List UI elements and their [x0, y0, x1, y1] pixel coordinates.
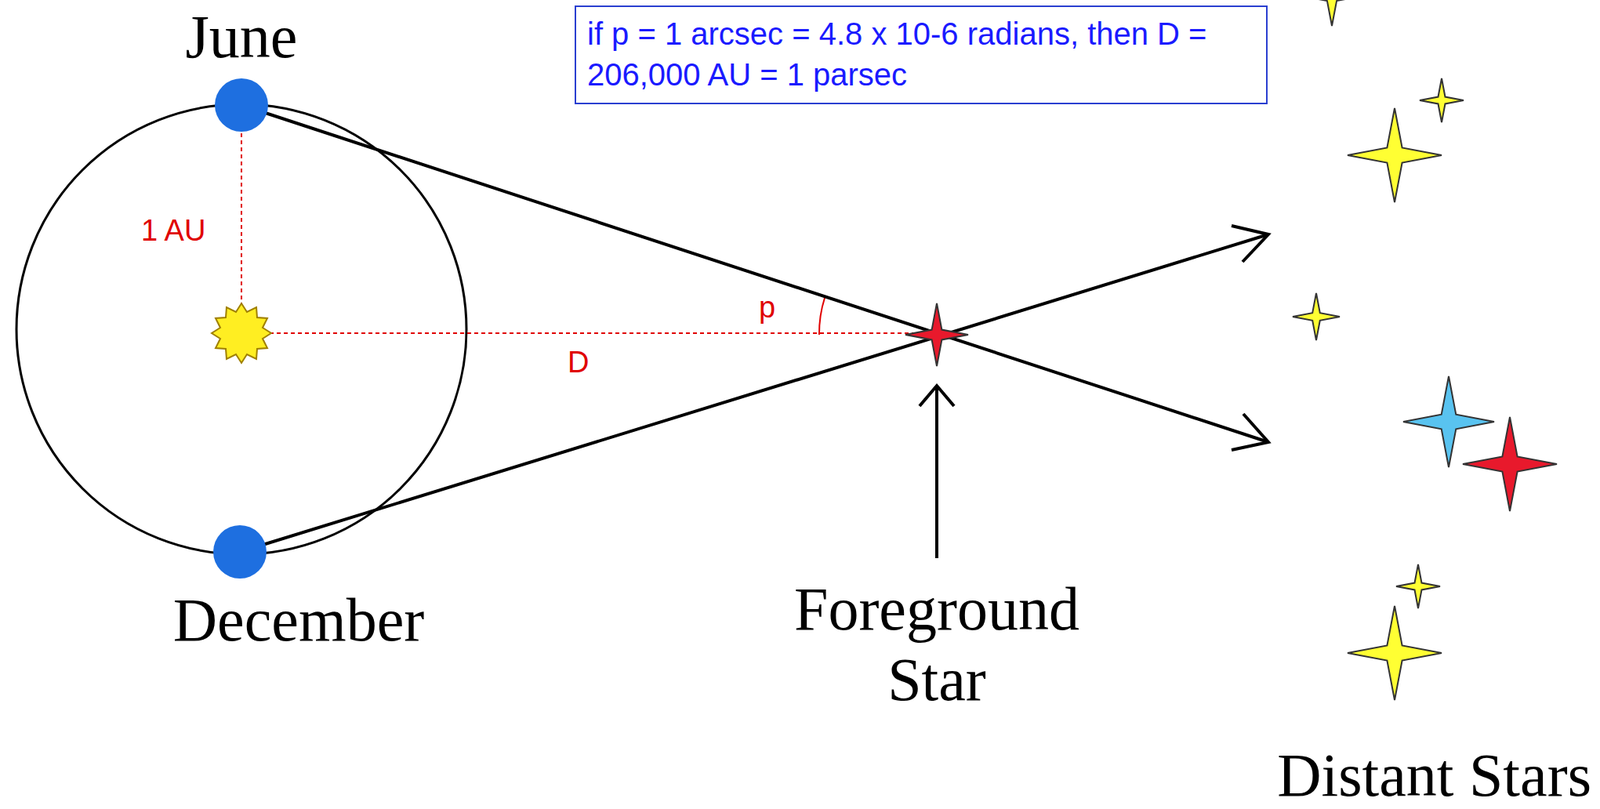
dimension-label: 1 AU [141, 214, 228, 248]
angle-label: p [758, 291, 791, 325]
sun-symbol [211, 303, 272, 363]
distant-star [1302, 0, 1362, 26]
distant-star [1347, 605, 1442, 701]
foreground-star [905, 303, 969, 367]
note-text: if p = 1 arcsec = 4.8 x 10-6 radians, th… [587, 13, 1256, 95]
star-label: Foreground Star [772, 573, 1102, 715]
star-label: Distant Stars [1222, 740, 1592, 809]
distant-star [1403, 376, 1495, 468]
distant-star [1292, 293, 1340, 341]
season-label: December [161, 584, 436, 656]
distance-line [241, 332, 937, 334]
angle-arc [819, 297, 825, 335]
radius-line [240, 105, 243, 334]
arrow-head [919, 385, 955, 407]
earth-dot [213, 525, 267, 579]
season-label: June [178, 1, 305, 73]
arrow-head [1231, 413, 1269, 450]
earth-orbit [16, 104, 467, 555]
dimension-label: D [567, 346, 599, 380]
note-box: if p = 1 arcsec = 4.8 x 10-6 radians, th… [574, 5, 1268, 105]
distant-star [1462, 417, 1557, 512]
pointer-arrow [935, 385, 939, 559]
arrow-head [1231, 225, 1269, 262]
earth-dot [214, 78, 269, 132]
distant-star [1419, 78, 1464, 123]
sight-line [239, 234, 1269, 552]
distant-star [1347, 108, 1442, 203]
distant-star [1396, 564, 1441, 609]
